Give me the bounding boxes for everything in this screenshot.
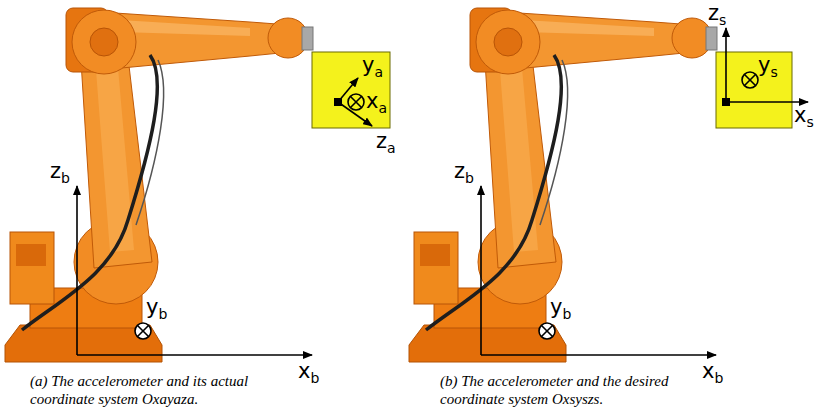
axis-label: ys <box>758 54 778 83</box>
axis-label: xa <box>366 90 387 119</box>
axis-label: yb <box>550 296 571 325</box>
desired-frame <box>726 28 808 102</box>
axis-label: zb <box>454 160 474 189</box>
subfigure-caption: (b) The accelerometer and the desired co… <box>440 372 725 408</box>
axis-label: za <box>376 130 396 159</box>
base-frame-right <box>481 186 716 355</box>
robot-right <box>409 8 717 362</box>
accelerometer-box <box>716 52 792 128</box>
origin-dot <box>722 98 730 106</box>
axis-label: ya <box>362 54 383 83</box>
robot-left <box>5 8 313 362</box>
axis-label: xb <box>298 360 319 389</box>
base-frame-left <box>77 186 312 355</box>
subfigure-caption: (a) The accelerometer and its actual coo… <box>30 372 315 408</box>
axis-label: yb <box>146 296 167 325</box>
axis-label: xb <box>702 360 723 389</box>
origin-dot <box>334 98 342 106</box>
axis-label: xs <box>794 104 814 133</box>
axis-label: zs <box>708 2 726 31</box>
axis-label: zb <box>50 160 70 189</box>
accelerometer-box <box>312 52 390 128</box>
